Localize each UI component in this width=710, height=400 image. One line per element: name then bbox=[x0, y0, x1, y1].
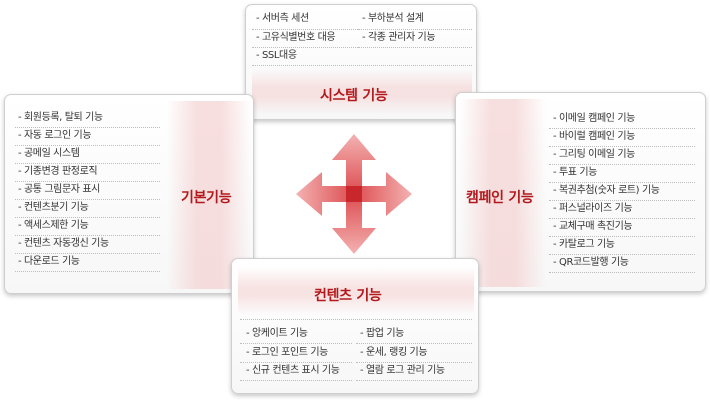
list-item: - 기종변경 판정로직 bbox=[18, 166, 98, 177]
list-item: - 다운로드 기능 bbox=[18, 256, 80, 267]
divider bbox=[15, 217, 160, 218]
basic-feature-card: - 회원등록, 탈퇴 기능 - 자동 로그인 기능 - 공메일 시스템 - 기종… bbox=[4, 94, 254, 294]
list-item: - 공메일 시스템 bbox=[18, 148, 80, 159]
system-title: 시스템 기능 bbox=[320, 88, 388, 104]
list-item: - 회원등록, 탈퇴 기능 bbox=[18, 112, 103, 123]
divider bbox=[15, 253, 160, 254]
arrow-center bbox=[346, 186, 362, 202]
list-item: - 그리팅 이메일 기능 bbox=[553, 149, 635, 160]
four-way-arrow-icon bbox=[296, 134, 412, 254]
list-item: - 컨텐츠분기 기능 bbox=[18, 202, 89, 213]
list-item: - 신규 컨텐츠 표시 기능 bbox=[246, 365, 340, 376]
list-item: - 앙케이트 기능 bbox=[246, 328, 308, 339]
divider bbox=[549, 272, 695, 273]
divider bbox=[358, 47, 472, 48]
divider bbox=[240, 343, 352, 344]
list-item: - 복권추첨(숫자 로트) 기능 bbox=[553, 185, 660, 196]
divider bbox=[252, 65, 472, 66]
campaign-title: 캠페인 기능 bbox=[466, 190, 534, 206]
divider bbox=[549, 164, 695, 165]
divider bbox=[240, 362, 352, 363]
divider bbox=[252, 29, 362, 30]
divider bbox=[549, 128, 695, 129]
content-feature-card: 컨텐츠 기능 - 앙케이트 기능 - 로그인 포인트 기능 - 신규 컨텐츠 표… bbox=[231, 258, 479, 394]
divider bbox=[549, 200, 695, 201]
divider bbox=[549, 182, 695, 183]
divider bbox=[252, 47, 362, 48]
divider bbox=[358, 29, 472, 30]
list-item: - SSL대응 bbox=[256, 50, 297, 61]
divider bbox=[15, 199, 160, 200]
divider bbox=[240, 380, 352, 381]
divider bbox=[15, 127, 160, 128]
campaign-title-band bbox=[460, 99, 546, 287]
basic-title: 기본기능 bbox=[181, 190, 232, 206]
divider bbox=[15, 163, 160, 164]
divider bbox=[240, 319, 472, 320]
list-item: - 교체구매 촉진기능 bbox=[553, 221, 633, 232]
divider bbox=[549, 218, 695, 219]
list-item: - 열람 로그 관리 기능 bbox=[360, 365, 445, 376]
list-item: - 부하분석 설계 bbox=[362, 13, 424, 24]
list-item: - 퍼스널라이즈 기능 bbox=[553, 203, 633, 214]
list-item: - 공통 그림문자 표시 bbox=[18, 184, 100, 195]
list-item: - 액세스제한 기능 bbox=[18, 220, 89, 231]
list-item: - 로그인 포인트 기능 bbox=[246, 347, 328, 358]
divider bbox=[356, 343, 472, 344]
divider bbox=[356, 380, 472, 381]
basic-title-band bbox=[167, 101, 251, 289]
divider bbox=[15, 181, 160, 182]
list-item: - 팝업 기능 bbox=[360, 328, 404, 339]
divider bbox=[15, 235, 160, 236]
list-item: - 컨텐츠 자동갱신 기능 bbox=[18, 238, 109, 249]
campaign-feature-card: 캠페인 기능 - 이메일 캠페인 기능 - 바이럴 캠페인 기능 - 그리팅 이… bbox=[455, 92, 706, 292]
list-item: - 운세, 랭킹 기능 bbox=[360, 347, 428, 358]
list-item: - QR코드발행 기능 bbox=[553, 257, 629, 268]
divider bbox=[549, 146, 695, 147]
list-item: - 서버측 세션 bbox=[256, 13, 309, 24]
divider bbox=[549, 254, 695, 255]
list-item: - 이메일 캠페인 기능 bbox=[553, 113, 635, 124]
content-title: 컨텐츠 기능 bbox=[314, 288, 382, 304]
content-title-band bbox=[238, 267, 474, 315]
system-feature-card: - 서버측 세션 - 고유식별번호 대응 - SSL대응 - 부하분석 설계 -… bbox=[245, 4, 477, 120]
divider bbox=[15, 145, 160, 146]
system-title-band bbox=[252, 69, 472, 115]
list-item: - 카탈로그 기능 bbox=[553, 239, 615, 250]
list-item: - 각종 관리자 기능 bbox=[362, 32, 436, 43]
list-item: - 자동 로그인 기능 bbox=[18, 130, 92, 141]
list-item: - 고유식별번호 대응 bbox=[256, 32, 336, 43]
divider bbox=[356, 362, 472, 363]
list-item: - 투표 기능 bbox=[553, 167, 597, 178]
divider bbox=[15, 271, 160, 272]
divider bbox=[549, 236, 695, 237]
list-item: - 바이럴 캠페인 기능 bbox=[553, 131, 635, 142]
